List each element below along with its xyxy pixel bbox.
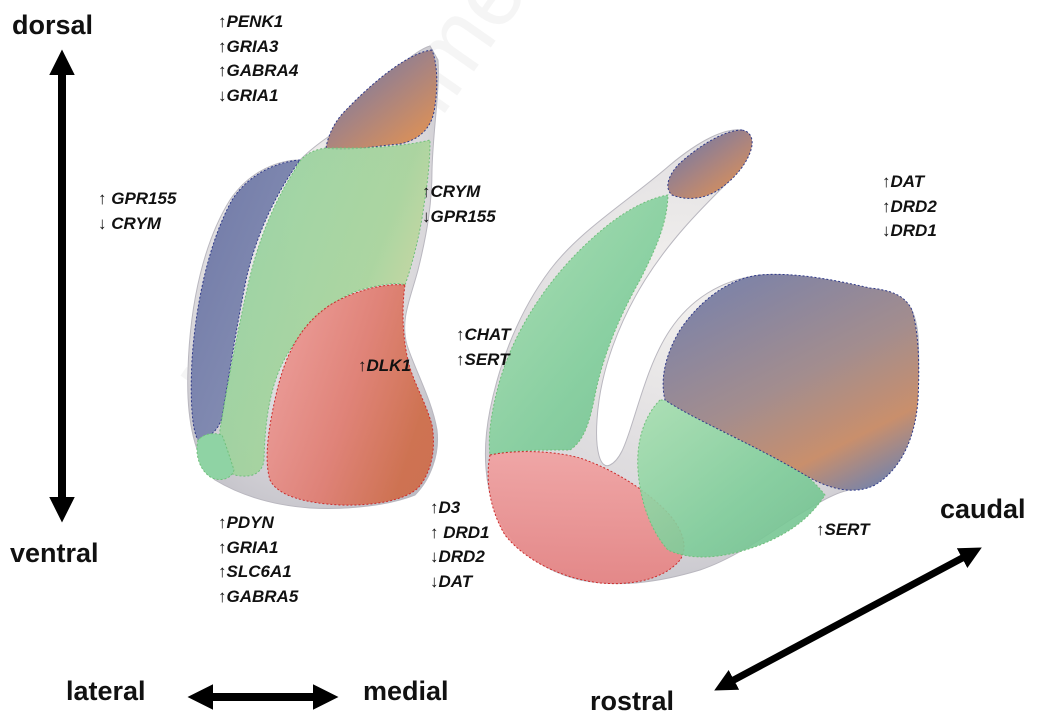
- ventral-label: ventral: [10, 538, 99, 569]
- dorsal-label: dorsal: [12, 10, 93, 41]
- medial-label: medial: [363, 676, 449, 707]
- gene-label: ↑GABRA5: [218, 585, 298, 610]
- gene-label: ↑GABRA4: [218, 59, 298, 84]
- gene-label: ↑CHAT: [456, 323, 510, 348]
- rostral-label: rostral: [590, 686, 674, 717]
- middle-gene-list: ↑CHAT ↑SERT: [456, 323, 510, 372]
- gene-label: ↑ GPR155: [98, 187, 176, 212]
- gene-label: ↑D3: [430, 496, 490, 521]
- center-left-gene-list: ↑DLK1: [358, 354, 411, 379]
- ventral-left-gene-list: ↑PDYN ↑GRIA1 ↑SLC6A1 ↑GABRA5: [218, 511, 298, 609]
- gene-label: ↑DLK1: [358, 354, 411, 379]
- gene-label: ↑PDYN: [218, 511, 298, 536]
- right-structure: [485, 130, 918, 584]
- top-right-gene-list: ↑DAT ↑DRD2 ↓DRD1: [882, 170, 937, 244]
- ventral-right-gene-list: ↑D3 ↑ DRD1 ↓DRD2 ↓DAT: [430, 496, 490, 594]
- gene-label: ↓DRD2: [430, 545, 490, 570]
- lateral-left-gene-list: ↑ GPR155 ↓ CRYM: [98, 187, 176, 236]
- left-structure: [188, 46, 439, 508]
- gene-label: ↓ CRYM: [98, 212, 176, 237]
- dorsal-left-gene-list: ↑PENK1 ↑GRIA3 ↑GABRA4 ↓GRIA1: [218, 10, 298, 108]
- rostral-caudal-arrow: [730, 556, 966, 682]
- caudal-label: caudal: [940, 494, 1026, 525]
- gene-label: ↑SERT: [456, 348, 510, 373]
- bottom-right-gene-list: ↑SERT: [816, 518, 870, 543]
- gene-label: ↑ DRD1: [430, 521, 490, 546]
- gene-label: ↑GRIA3: [218, 35, 298, 60]
- medial-left-gene-list: ↑CRYM ↓GPR155: [422, 180, 496, 229]
- gene-label: ↑CRYM: [422, 180, 496, 205]
- gene-label: ↑GRIA1: [218, 536, 298, 561]
- gene-label: ↓DAT: [430, 570, 490, 595]
- gene-label: ↓GPR155: [422, 205, 496, 230]
- gene-label: ↓GRIA1: [218, 84, 298, 109]
- gene-label: ↓DRD1: [882, 219, 937, 244]
- gene-label: ↑SLC6A1: [218, 560, 298, 585]
- gene-label: ↑DRD2: [882, 195, 937, 220]
- lateral-label: lateral: [66, 676, 146, 707]
- gene-label: ↑PENK1: [218, 10, 298, 35]
- gene-label: ↑SERT: [816, 518, 870, 543]
- gene-label: ↑DAT: [882, 170, 937, 195]
